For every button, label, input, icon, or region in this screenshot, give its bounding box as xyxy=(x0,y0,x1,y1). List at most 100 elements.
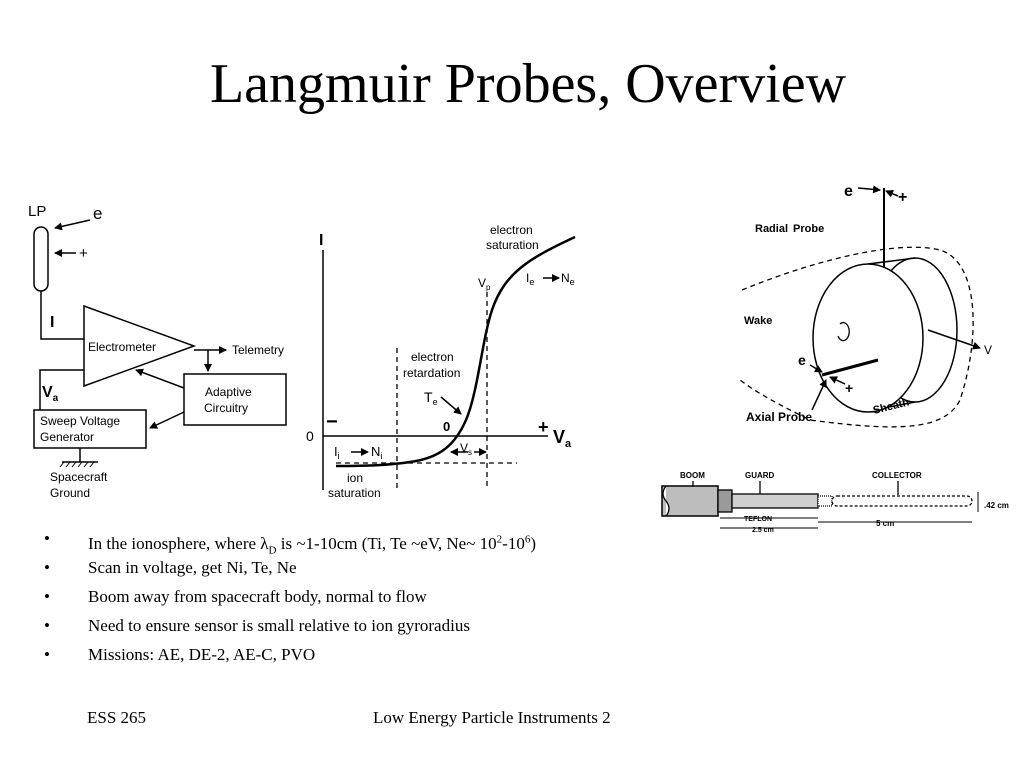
sweep-label-2: Generator xyxy=(40,430,94,444)
boom-section xyxy=(661,485,719,517)
electrometer-label: Electrometer xyxy=(88,340,156,354)
ground-label-1: Spacecraft xyxy=(50,470,108,484)
spacecraft-body-top xyxy=(867,257,916,265)
guard-section xyxy=(731,493,819,509)
electron-label: e xyxy=(93,204,102,223)
probe-detail-diagram: BOOM GUARD COLLECTOR TEFLON 2.5 cm 5 cm … xyxy=(661,471,1009,534)
bullet-text: Scan in voltage, get Ni, Te, Ne xyxy=(88,558,297,577)
axial-probe-label: Axial Probe xyxy=(746,410,812,424)
spacecraft-body-front xyxy=(812,263,924,413)
lp-label: LP xyxy=(28,203,46,220)
collector-length-label: 5 cm xyxy=(876,519,894,528)
footer-slide-title: Low Energy Particle Instruments 2 xyxy=(373,708,611,727)
current-axis-label: I xyxy=(319,232,323,249)
axial-e-arrow xyxy=(809,364,823,373)
ii-label: Ii xyxy=(334,444,340,461)
bullet-item: • In the ionosphere, where λD is ~1-10cm… xyxy=(44,528,536,557)
electron-retardation-label-2: retardation xyxy=(403,366,460,380)
plus-label: + xyxy=(538,417,549,437)
ion-plus-label: + xyxy=(79,245,88,262)
collector-label: COLLECTOR xyxy=(872,471,922,480)
sweep-label-1: Sweep Voltage xyxy=(40,414,120,428)
electrometer-amplifier xyxy=(83,304,197,388)
radial-plus-label: + xyxy=(898,189,907,206)
te-arrow xyxy=(440,396,462,415)
circuit-diagram: LP e + I Electrometer Telemetry Adaptive… xyxy=(28,203,287,500)
telemetry-label: Telemetry xyxy=(232,343,284,357)
radial-e-arrow xyxy=(857,185,881,194)
vp-label: Vp xyxy=(478,276,491,292)
bullet-text: Missions: AE, DE-2, AE-C, PVO xyxy=(88,645,316,664)
feedback-arrow-bottom xyxy=(149,411,185,429)
collector-section xyxy=(831,495,973,507)
sweep-generator-box xyxy=(33,409,147,449)
velocity-label: V xyxy=(984,343,992,357)
guard-label: GUARD xyxy=(745,471,775,480)
axial-plus-label: + xyxy=(845,380,853,396)
ion-saturation-label-1: ion xyxy=(347,471,363,485)
axial-probe-pointer xyxy=(811,379,827,411)
bullet-text: Need to ensure sensor is small relative … xyxy=(88,616,470,635)
ion-saturation-label-2: saturation xyxy=(328,486,381,500)
teflon-label: TEFLON xyxy=(744,516,772,523)
zero-label: 0 xyxy=(443,419,450,434)
va-wire xyxy=(39,369,84,410)
electron-saturation-label-2: saturation xyxy=(486,238,539,252)
bullet-text: Boom away from spacecraft body, normal t… xyxy=(88,587,427,606)
minus-label: − xyxy=(326,411,338,433)
boom-label: BOOM xyxy=(680,471,705,480)
current-label: I xyxy=(50,314,54,331)
va-axis-label: Va xyxy=(553,427,572,450)
bullet-item: • Boom away from spacecraft body, normal… xyxy=(44,586,536,615)
ground-label-2: Ground xyxy=(50,486,90,500)
bullet-marker: • xyxy=(44,645,50,664)
adaptive-label-2: Circuitry xyxy=(204,401,248,415)
ne-label: Ne xyxy=(561,271,575,287)
wake-label: Wake xyxy=(744,315,772,327)
adaptive-circuitry-box xyxy=(183,373,287,426)
origin-label: 0 xyxy=(306,428,314,444)
sheath-boundary xyxy=(739,246,974,428)
axial-plus-arrow xyxy=(829,376,846,385)
guard-spring xyxy=(817,495,833,507)
electron-retardation-label-1: electron xyxy=(411,350,454,364)
slide-title: Langmuir Probes, Overview xyxy=(209,53,847,115)
probe-wire xyxy=(40,291,84,340)
te-label: Te xyxy=(424,389,438,407)
iv-curve-diagram: I 0 − 0 + Va electron saturation Vp Ie N… xyxy=(306,223,576,500)
electron-saturation-label-1: electron xyxy=(490,223,533,237)
iv-characteristic-curve xyxy=(335,235,576,468)
ni-label: Ni xyxy=(371,444,382,461)
ie-ne-label: Ie xyxy=(526,271,534,287)
axial-e-label: e xyxy=(798,352,806,368)
ground-hatch xyxy=(59,461,95,468)
guard-length-label: 2.5 cm xyxy=(752,527,774,534)
bullet-marker: • xyxy=(44,587,50,606)
electron-arrow xyxy=(54,219,91,231)
spacecraft-center-ring xyxy=(837,321,850,342)
bullet-text: In the ionosphere, where λD is ~1-10cm (… xyxy=(88,533,537,557)
bullet-marker: • xyxy=(44,616,50,635)
footer-course: ESS 265 xyxy=(87,708,147,727)
vs-label: Vs xyxy=(460,441,472,457)
bullet-list: • In the ionosphere, where λD is ~1-10cm… xyxy=(44,528,536,673)
adaptive-label-1: Adaptive xyxy=(205,385,252,399)
boom-break xyxy=(662,485,670,517)
guard-collar xyxy=(717,489,733,513)
bullet-item: • Need to ensure sensor is small relativ… xyxy=(44,615,536,644)
velocity-arrow xyxy=(927,329,981,350)
radial-plus-arrow xyxy=(885,190,899,198)
bullet-marker: • xyxy=(44,529,50,548)
diameter-label: .42 cm xyxy=(984,501,1009,510)
axial-probe-rod xyxy=(821,358,879,377)
bullet-item: • Missions: AE, DE-2, AE-C, PVO xyxy=(44,644,536,673)
bullet-item: • Scan in voltage, get Ni, Te, Ne xyxy=(44,557,536,586)
feedback-arrow-top xyxy=(135,368,185,389)
va-label: Va xyxy=(42,384,59,404)
probe-body xyxy=(33,226,49,292)
radial-e-label: e xyxy=(844,183,853,200)
bullet-marker: • xyxy=(44,558,50,577)
